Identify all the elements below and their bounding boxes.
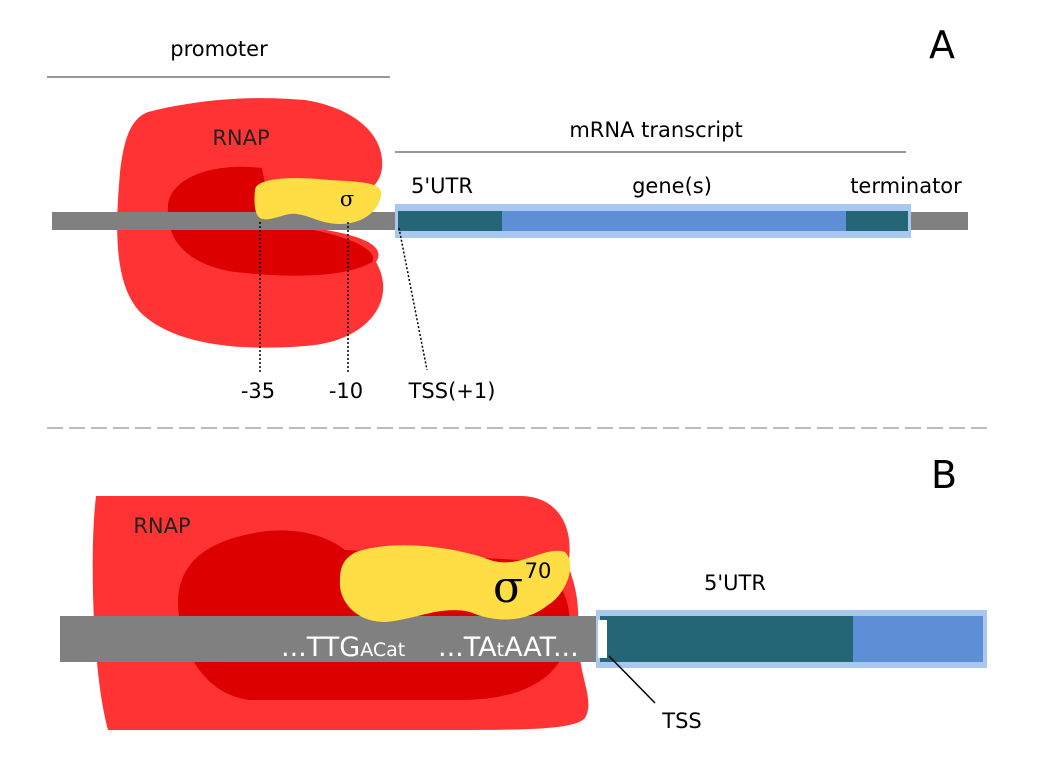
marker-10-label: -10 — [329, 379, 363, 403]
panel-b-letter: B — [931, 453, 957, 497]
sigma70-superscript: 70 — [525, 559, 552, 583]
sigma-factor — [254, 178, 382, 224]
seq-10-trailing-dots: ... — [553, 632, 579, 663]
tss-marker-b — [598, 620, 607, 658]
transcript-label: mRNA transcript — [569, 118, 742, 142]
sigma70-symbol: σ — [493, 562, 523, 613]
terminator-label: terminator — [850, 174, 962, 198]
seq-35-variable: ACat — [360, 639, 405, 661]
tss-marker-line — [398, 227, 428, 371]
sigma-label: σ — [340, 187, 354, 211]
seq-10-variable: t — [497, 639, 504, 661]
sigma-factor-b — [339, 545, 571, 622]
tss-pointer-b — [608, 655, 656, 704]
seq-35-dots: ... — [281, 632, 307, 663]
seq-35: ...TTGACat — [281, 632, 405, 663]
genes-label: gene(s) — [632, 174, 712, 198]
transcript-region — [398, 211, 908, 231]
seq-10-dots: ... — [438, 632, 464, 663]
tss-label: TSS(+1) — [408, 379, 496, 403]
seq-10: ...TAtAAT... — [438, 632, 579, 663]
rnap-label-b: RNAP — [133, 514, 190, 538]
panel-a: A promoter mRNA transcript RNAP 5'UTR ge… — [47, 23, 968, 403]
marker-35-label: -35 — [241, 379, 275, 403]
panel-b: B RNAP 5'UTR σ 70 ...TTGACat ...TAtAAT..… — [60, 453, 987, 733]
utr-region-b — [600, 616, 853, 662]
promoter-label: promoter — [170, 37, 268, 61]
utr-region — [398, 211, 502, 231]
dna-strand-b — [60, 616, 598, 662]
seq-10-consensus-1: TA — [463, 632, 497, 663]
rnap-label: RNAP — [212, 126, 269, 150]
terminator-region — [846, 211, 908, 231]
panel-a-letter: A — [929, 23, 955, 67]
tss-label-b: TSS — [661, 709, 702, 733]
seq-10-consensus-2: AAT — [504, 632, 557, 663]
utr-label: 5'UTR — [411, 174, 473, 198]
utr-label-b: 5'UTR — [704, 571, 766, 595]
seq-35-consensus: TTG — [306, 632, 360, 663]
